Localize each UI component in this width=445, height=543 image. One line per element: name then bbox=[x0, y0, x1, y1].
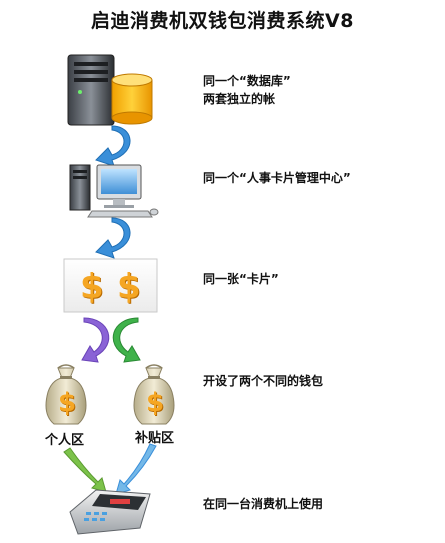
card-icon bbox=[63, 258, 158, 313]
wallet-label-personal: 个人区 bbox=[45, 433, 85, 448]
step-4-text: 开设了两个不同的钱包 bbox=[203, 374, 324, 388]
arrow-green-icon bbox=[63, 447, 107, 493]
dollar-icon: $ bbox=[58, 388, 77, 418]
step-1-text: 同一个“数据库” 两套独立的帐 bbox=[203, 72, 291, 108]
arrow-down-icon bbox=[95, 125, 131, 167]
computer-icon bbox=[69, 164, 159, 218]
money-bag-icon bbox=[45, 364, 87, 425]
dollar-icon: $ bbox=[80, 267, 104, 307]
diagram-title: 启迪消费机双钱包消费系统V8 bbox=[91, 10, 354, 32]
database-icon bbox=[111, 73, 153, 125]
dollar-icon: $ bbox=[117, 267, 141, 307]
arrow-down-icon bbox=[95, 217, 131, 259]
dollar-icon: $ bbox=[146, 388, 165, 418]
step-5-text: 在同一台消费机上使用 bbox=[203, 497, 324, 511]
step-1-line-1: 同一个“数据库” bbox=[203, 74, 291, 88]
step-3-text: 同一张“卡片” bbox=[203, 272, 279, 286]
wallet-label-subsidy: 补贴区 bbox=[135, 431, 175, 446]
pos-machine-icon bbox=[69, 489, 151, 535]
server-icon bbox=[67, 54, 115, 126]
arrow-blue-icon bbox=[115, 443, 157, 495]
arrow-green-icon bbox=[112, 317, 141, 363]
arrow-purple-icon bbox=[81, 317, 110, 363]
step-1-line-2: 两套独立的帐 bbox=[203, 92, 276, 106]
step-2-text: 同一个“人事卡片管理中心” bbox=[203, 171, 351, 185]
money-bag-icon bbox=[133, 364, 175, 425]
